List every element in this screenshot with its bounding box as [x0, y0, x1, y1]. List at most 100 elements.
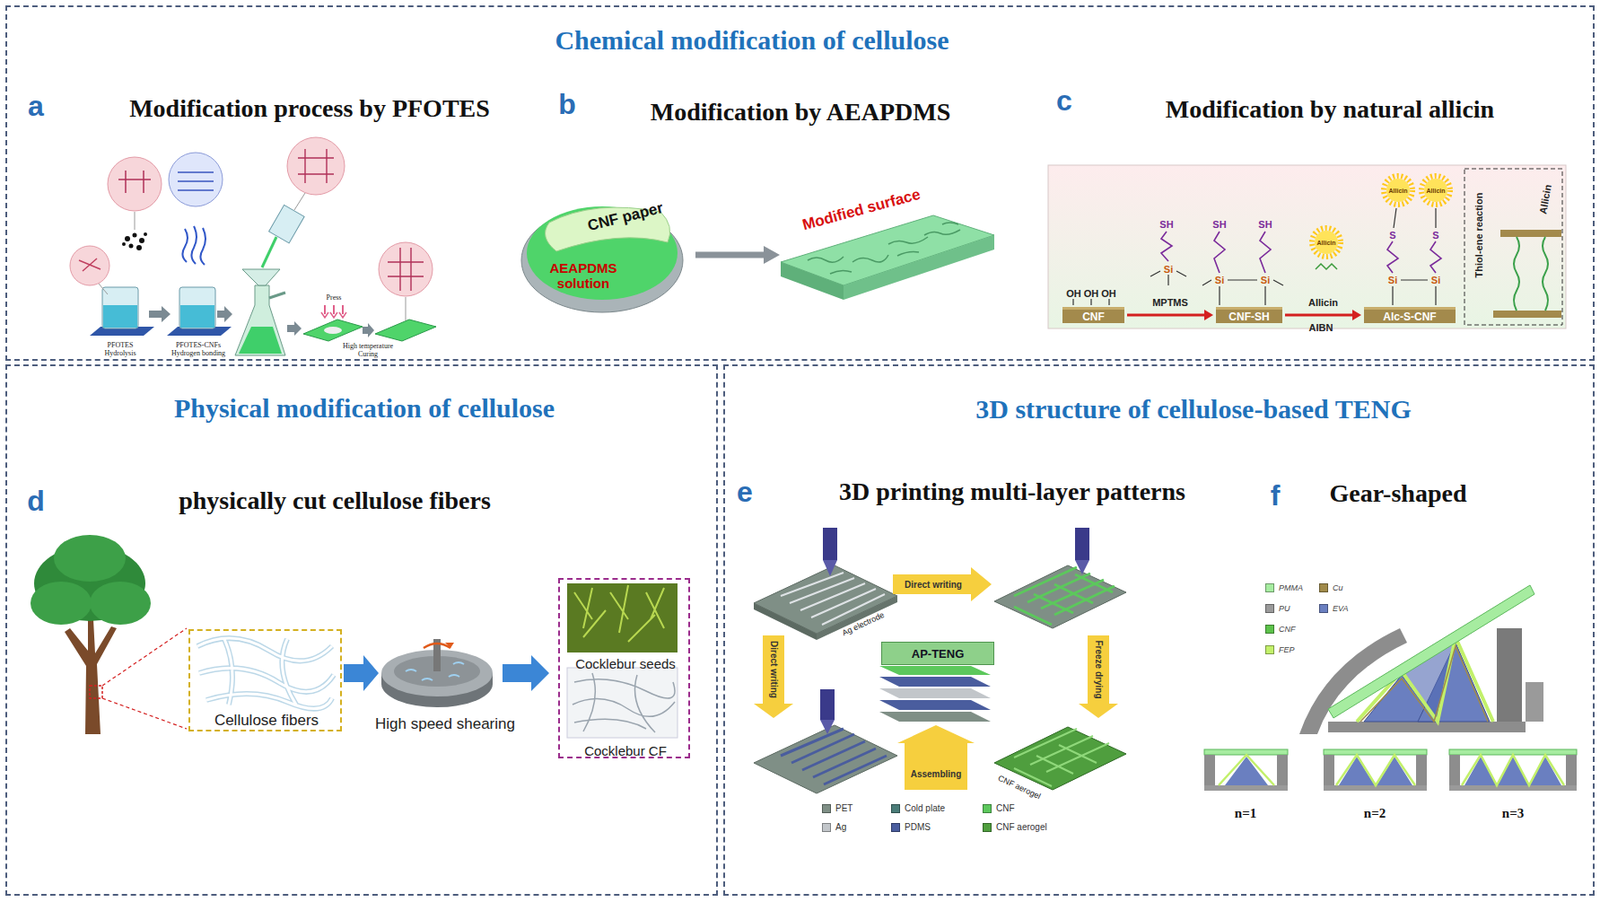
- pfotes-process-illustration: [294, 192, 306, 210]
- step-arrow-label: Direct writing: [769, 640, 779, 699]
- gear-teng-illustration: [1529, 756, 1562, 786]
- legend-text: Ag: [835, 821, 847, 832]
- pfotes-process-illustration: [287, 137, 345, 195]
- tree-shearing-illustration: [197, 638, 334, 709]
- printing-illustration: [879, 676, 991, 687]
- panel-letter: f: [1270, 479, 1281, 513]
- gear-teng-illustration: [1416, 754, 1427, 786]
- pfotes-process-illustration: [102, 287, 139, 329]
- atom-label: Si: [1431, 274, 1441, 286]
- allicin-scheme: [1493, 310, 1562, 318]
- connector-arrow: [1285, 309, 1362, 321]
- process-label: High speed shearing: [375, 715, 516, 734]
- pfotes-process-illustration: [179, 287, 216, 329]
- pfotes-process-illustration: [143, 232, 148, 237]
- gear-teng-illustration: [1496, 756, 1530, 786]
- tree-shearing-illustration: [567, 583, 678, 653]
- allicin-scheme: [1387, 241, 1399, 273]
- atom-label: Si: [1260, 274, 1270, 286]
- pfotes-process-illustration: [375, 319, 437, 341]
- legend-swatch: [982, 804, 992, 814]
- reagent-label: AIBN: [1309, 322, 1334, 333]
- pfotes-process-illustration: [103, 305, 138, 328]
- arrow-head: [1352, 309, 1362, 321]
- gear-teng-illustration: [1276, 754, 1288, 786]
- legend-swatch: [821, 804, 831, 814]
- tree-shearing-illustration: [574, 585, 665, 642]
- tree-shearing-illustration: [445, 642, 455, 648]
- pfotes-process-illustration: [238, 326, 282, 354]
- gear-teng-illustration: [1204, 754, 1216, 786]
- allicin-scheme: [1214, 231, 1225, 273]
- atom-label: Si: [1215, 274, 1225, 286]
- pfotes-process-illustration: [303, 319, 363, 341]
- allicin-scheme: [1513, 236, 1548, 311]
- pfotes-process-illustration: [262, 236, 277, 268]
- allicin-scheme: [1424, 178, 1448, 202]
- aeapdms-illustration: [780, 262, 844, 300]
- allicin-scheme: [1048, 165, 1566, 329]
- gear-teng-illustration: [1204, 785, 1288, 791]
- chemical-group: SH: [1159, 218, 1173, 230]
- node-text: Chemical modification of cellulose: [554, 25, 949, 56]
- tree-shearing-illustration: [89, 581, 151, 625]
- edge-label: MPTMS: [1152, 297, 1189, 308]
- printing-illustration: [780, 728, 887, 785]
- pfotes-process-illustration: [323, 326, 342, 334]
- node-text: CNF paper: [585, 199, 665, 236]
- panel-letter: b: [558, 87, 577, 122]
- molecule-label: Allicin: [1425, 187, 1445, 194]
- printing-illustration: [753, 635, 794, 718]
- panel-letter: c: [1056, 84, 1073, 118]
- step-caption: High temperature Curing: [332, 341, 404, 359]
- legend-text: CNF: [996, 803, 1015, 814]
- pfotes-process-illustration: [69, 137, 437, 356]
- allicin-scheme: [1430, 241, 1442, 273]
- pfotes-process-illustration: [78, 258, 101, 272]
- tree-shearing-illustration: [102, 628, 187, 729]
- step-arrow-label: Freeze drying: [1093, 639, 1104, 699]
- node-text: CNF-SH: [1228, 310, 1269, 324]
- step-caption: PFOTES Hydrolysis: [93, 340, 148, 358]
- printing-illustration: [994, 565, 1127, 629]
- reaction-label: Thiol-ene reaction: [1473, 192, 1485, 279]
- allicin-scheme: [1048, 165, 1566, 329]
- pfotes-process-illustration: [242, 269, 280, 286]
- tree-shearing-illustration: [343, 655, 379, 691]
- tree-shearing-illustration: [197, 638, 334, 709]
- tree-shearing-illustration: [89, 685, 103, 699]
- gear-teng-illustration: [1338, 756, 1375, 786]
- node-text: AEAPDMS solution: [538, 261, 629, 291]
- printing-illustration: [820, 719, 835, 735]
- node-text: Alc-S-CNF: [1382, 310, 1436, 324]
- legend-item: PMMA: [1265, 583, 1303, 593]
- gear-teng-illustration: [1323, 749, 1427, 755]
- pfotes-process-illustration: [177, 172, 214, 191]
- panel-title: Modification by natural allicin: [1165, 95, 1495, 124]
- allicin-scheme: [1259, 231, 1271, 273]
- gear-teng-illustration: [1336, 754, 1416, 786]
- allicin-scheme: [1383, 175, 1413, 205]
- legend-item: PET: [821, 803, 853, 814]
- connector-line: [1285, 314, 1355, 317]
- allicin-scheme: [1464, 168, 1563, 325]
- gear-teng-illustration: [1449, 754, 1461, 786]
- pfotes-process-illustration: [387, 247, 424, 291]
- legend-text: CNF aerogel: [996, 821, 1048, 832]
- legend-text: Cu: [1332, 583, 1344, 593]
- atom-label: S: [1389, 229, 1396, 241]
- legend-item: Cu: [1319, 583, 1344, 593]
- legend-swatch: [982, 822, 992, 832]
- pfotes-process-illustration: [269, 204, 306, 243]
- molecule-label: Allicin: [1388, 187, 1408, 194]
- cellulose-bar: CNF-SH: [1215, 306, 1283, 324]
- legend-text: EVA: [1332, 603, 1349, 613]
- step-caption: PFOTES-CNFs Hydrogen bonding: [162, 340, 235, 358]
- arrow-head: [763, 245, 780, 264]
- cellulose-bar: CNF: [1062, 306, 1125, 324]
- cellulose-bar: Alc-S-CNF: [1363, 306, 1456, 324]
- panel-letter: e: [736, 475, 753, 509]
- legend-item: CNF aerogel: [982, 821, 1048, 832]
- pfotes-process-illustration: [98, 283, 108, 295]
